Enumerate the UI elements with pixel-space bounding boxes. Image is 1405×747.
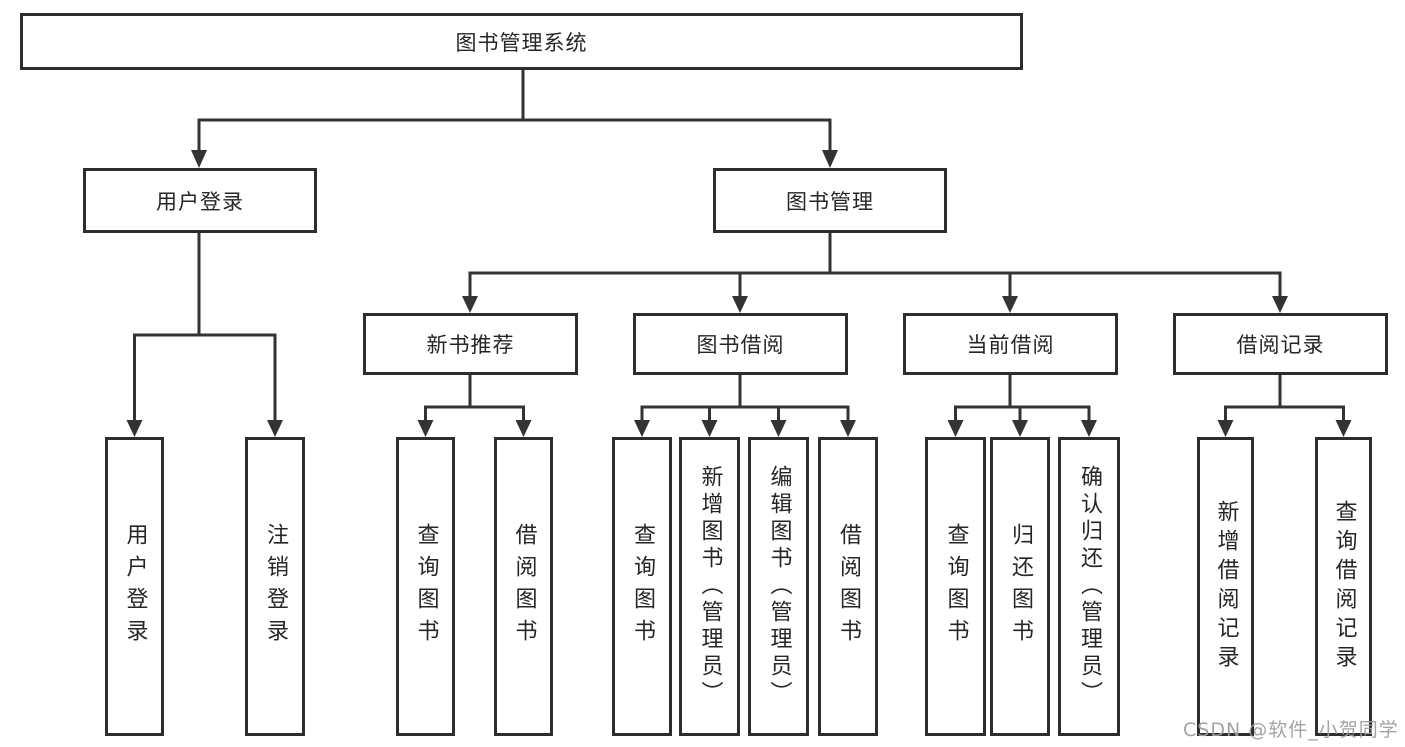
leaf-cb-query-books-label: 查询图书 [943, 522, 969, 651]
node-user-login-branch-label: 用户登录 [156, 189, 244, 214]
leaf-br-add-record-label: 新增借阅记录 [1213, 499, 1239, 674]
node-current-borrow: 当前借阅 [903, 313, 1118, 375]
leaf-nbr-query-books: 查询图书 [396, 437, 455, 736]
leaf-cb-confirm-return: 确认归还（管理员） [1058, 437, 1120, 736]
leaf-bb-edit-books: 编辑图书（管理员） [748, 437, 809, 736]
node-new-book-recommend: 新书推荐 [363, 313, 578, 375]
leaf-logout-label: 注销登录 [263, 522, 288, 651]
node-book-borrow-label: 图书借阅 [696, 333, 785, 357]
arrowhead-icons [126, 150, 1352, 437]
leaf-br-add-record: 新增借阅记录 [1197, 437, 1254, 736]
leaf-user-login-label: 用户登录 [122, 522, 148, 651]
node-borrow-records-label: 借阅记录 [1236, 333, 1325, 357]
leaf-bb-add-books: 新增图书（管理员） [679, 437, 740, 736]
leaf-bb-query-books: 查询图书 [612, 437, 672, 736]
node-user-login-branch: 用户登录 [83, 168, 317, 233]
node-new-book-recommend-label: 新书推荐 [426, 333, 515, 357]
leaf-nbr-borrow-books-label: 借阅图书 [511, 522, 537, 651]
leaf-nbr-borrow-books: 借阅图书 [494, 437, 553, 736]
leaf-cb-return-books: 归还图书 [990, 437, 1050, 736]
leaf-bb-edit-books-label: 编辑图书（管理员） [766, 465, 792, 708]
csdn-watermark: CSDN @软件_小贺同学 [1183, 719, 1399, 741]
leaf-user-login: 用户登录 [105, 437, 164, 736]
leaf-cb-return-books-label: 归还图书 [1008, 522, 1033, 651]
leaf-bb-query-books-label: 查询图书 [630, 522, 655, 651]
leaf-bb-borrow-books: 借阅图书 [818, 437, 878, 736]
leaf-br-query-record: 查询借阅记录 [1315, 437, 1372, 736]
leaf-bb-add-books-label: 新增图书（管理员） [697, 465, 723, 708]
node-root-system: 图书管理系统 [20, 13, 1023, 70]
leaf-cb-query-books: 查询图书 [925, 437, 986, 736]
node-book-management: 图书管理 [713, 168, 947, 233]
node-book-borrow: 图书借阅 [633, 313, 848, 375]
leaf-br-query-record-label: 查询借阅记录 [1331, 499, 1357, 674]
leaf-logout: 注销登录 [245, 437, 305, 736]
node-borrow-records: 借阅记录 [1173, 313, 1388, 375]
leaf-cb-confirm-return-label: 确认归还（管理员） [1077, 465, 1102, 708]
node-book-management-label: 图书管理 [786, 189, 874, 214]
leaf-nbr-query-books-label: 查询图书 [413, 522, 439, 651]
node-current-borrow-label: 当前借阅 [966, 333, 1055, 357]
leaf-bb-borrow-books-label: 借阅图书 [836, 522, 861, 651]
node-root-system-label: 图书管理系统 [455, 30, 588, 55]
